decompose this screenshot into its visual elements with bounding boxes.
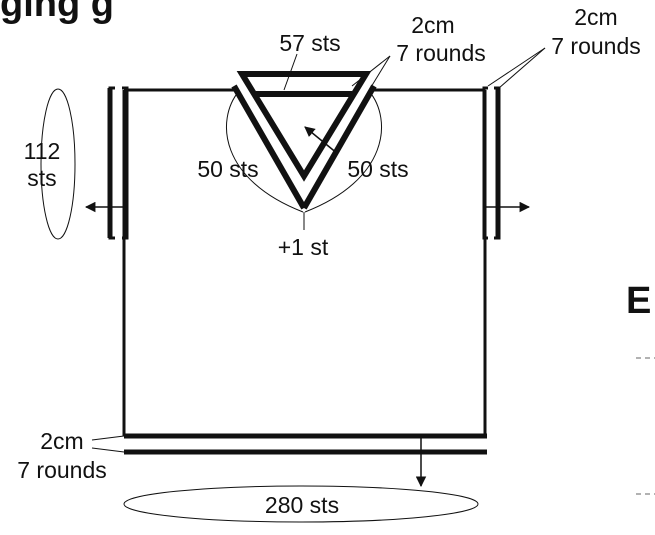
hem-label-backdrop [240,490,364,520]
v-right-arc [304,90,382,213]
left-sleeve-band [107,86,129,240]
hem-band [124,433,487,455]
left-sleeve-band-cap [108,86,115,240]
hem-stitch-label: 280 sts [265,492,339,518]
neck-band-leader-b [367,55,391,93]
sleeve-stitches-bottom-label: sts [27,165,56,191]
edge-letter: E [626,280,651,322]
sleeve-band-rounds-label: 7 rounds [551,33,641,59]
right-sleeve-band [482,86,501,240]
v-neck-outer-triangle [236,71,372,182]
v-neck-direction-arrow [304,126,339,155]
sleeve-stitches-top-label: 112 [24,138,61,164]
v-center-stitch-label: +1 st [278,234,329,260]
v-left-stitch-label: 50 sts [197,156,258,182]
hem-band-rounds-label: 7 rounds [17,457,107,483]
neck-band-rounds-label: 7 rounds [396,40,486,66]
v-neck-right-band [301,84,377,210]
sleeve-band-length-label: 2cm [574,4,617,30]
neck-band-leader-a [351,55,391,87]
measurement-arcs [40,88,479,523]
sleeve-band-leader-a [487,47,546,87]
right-sleeve-band-cap [494,86,501,240]
sleeve-circumference-ellipse [40,88,76,240]
left-sleeve-band-bracket [122,86,129,240]
hem-circumference-ellipse [123,485,479,523]
hem-band-length-label: 2cm [40,428,83,454]
v-neck-band [231,71,377,210]
hem-band-leader-a [91,435,125,441]
neck-band-length-label: 2cm [411,12,454,38]
leader-lines [91,47,546,453]
v-right-stitch-label: 50 sts [347,156,408,182]
v-left-arc [226,90,304,213]
measurement-labels: 57 sts 2cm 7 rounds 2cm 7 rounds 112 sts… [17,4,641,520]
heading-fragment: ging g [0,0,114,25]
right-sleeve-band-bracket [482,86,488,240]
sleeve-band-leader-b [498,47,546,89]
garment-body [122,88,487,436]
hem-band-leader-b [91,447,125,453]
v-neck-left-band [231,84,307,210]
neck-sts-leader [283,53,298,91]
neck-stitch-label: 57 sts [279,30,340,56]
